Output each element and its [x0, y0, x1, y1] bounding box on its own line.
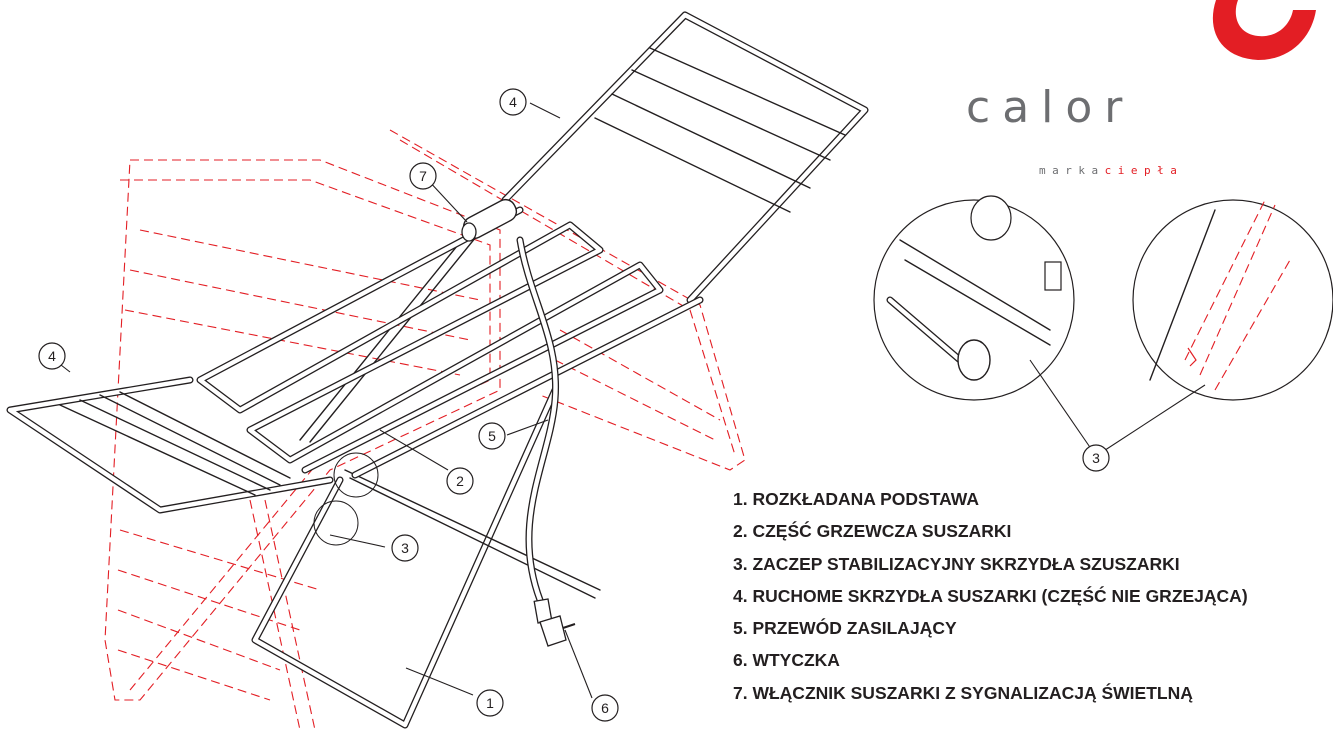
power-switch — [461, 198, 518, 242]
svg-text:5: 5 — [488, 428, 496, 444]
latch-highlight-top — [333, 452, 379, 498]
legend-item-base: 1. ROZKŁADANA PODSTAWA — [733, 489, 979, 509]
latch-detail-right — [1132, 199, 1333, 401]
callout-latch-detail: 3 — [1082, 444, 1110, 472]
latch-highlight-bottom — [313, 500, 359, 546]
folded-position-outline — [104, 129, 746, 731]
callout-plug: 6 — [591, 694, 619, 722]
folding-base — [251, 229, 601, 729]
latch-detail-left — [873, 195, 1075, 401]
parts-legend: 1. ROZKŁADANA PODSTAWA 2. CZĘŚĆ GRZEWCZA… — [733, 483, 1248, 709]
plug — [533, 598, 576, 647]
legend-item-latch: 3. ZACZEP STABILIZACYJNY SKRZYDŁA SZUSZA… — [733, 553, 1180, 574]
logo-tagline: markaciepła — [1039, 164, 1184, 177]
callout-wing-left: 4 — [38, 342, 66, 370]
svg-text:7: 7 — [419, 168, 427, 184]
svg-text:4: 4 — [509, 94, 517, 110]
logo-wordmark: calor — [966, 82, 1135, 133]
legend-item-wings: 4. RUCHOME SKRZYDŁA SUSZARKI (CZĘŚĆ NIE … — [733, 585, 1248, 606]
callout-switch: 7 — [409, 162, 437, 190]
leader-lines — [51, 102, 1206, 699]
svg-text:2: 2 — [456, 473, 464, 489]
callout-heating: 2 — [446, 467, 474, 495]
calor-logo-mark — [1212, 0, 1316, 60]
svg-text:4: 4 — [48, 348, 56, 364]
legend-item-cable: 5. PRZEWÓD ZASILAJĄCY — [733, 618, 957, 639]
svg-text:6: 6 — [601, 700, 609, 716]
legend-item-heating: 2. CZĘŚĆ GRZEWCZA SUSZARKI — [733, 521, 1012, 542]
svg-text:1: 1 — [486, 695, 494, 711]
svg-text:3: 3 — [1092, 450, 1100, 466]
svg-text:3: 3 — [401, 540, 409, 556]
callout-wing-right: 4 — [499, 88, 527, 116]
callout-latch: 3 — [391, 534, 419, 562]
legend-item-switch: 7. WŁĄCZNIK SUSZARKI Z SYGNALIZACJĄ ŚWIE… — [733, 682, 1193, 703]
legend-item-plug: 6. WTYCZKA — [733, 650, 840, 671]
wing-left — [6, 376, 334, 514]
callout-cable: 5 — [478, 422, 506, 450]
heating-element — [196, 206, 704, 479]
callout-base: 1 — [476, 689, 504, 717]
wing-right — [501, 11, 869, 304]
